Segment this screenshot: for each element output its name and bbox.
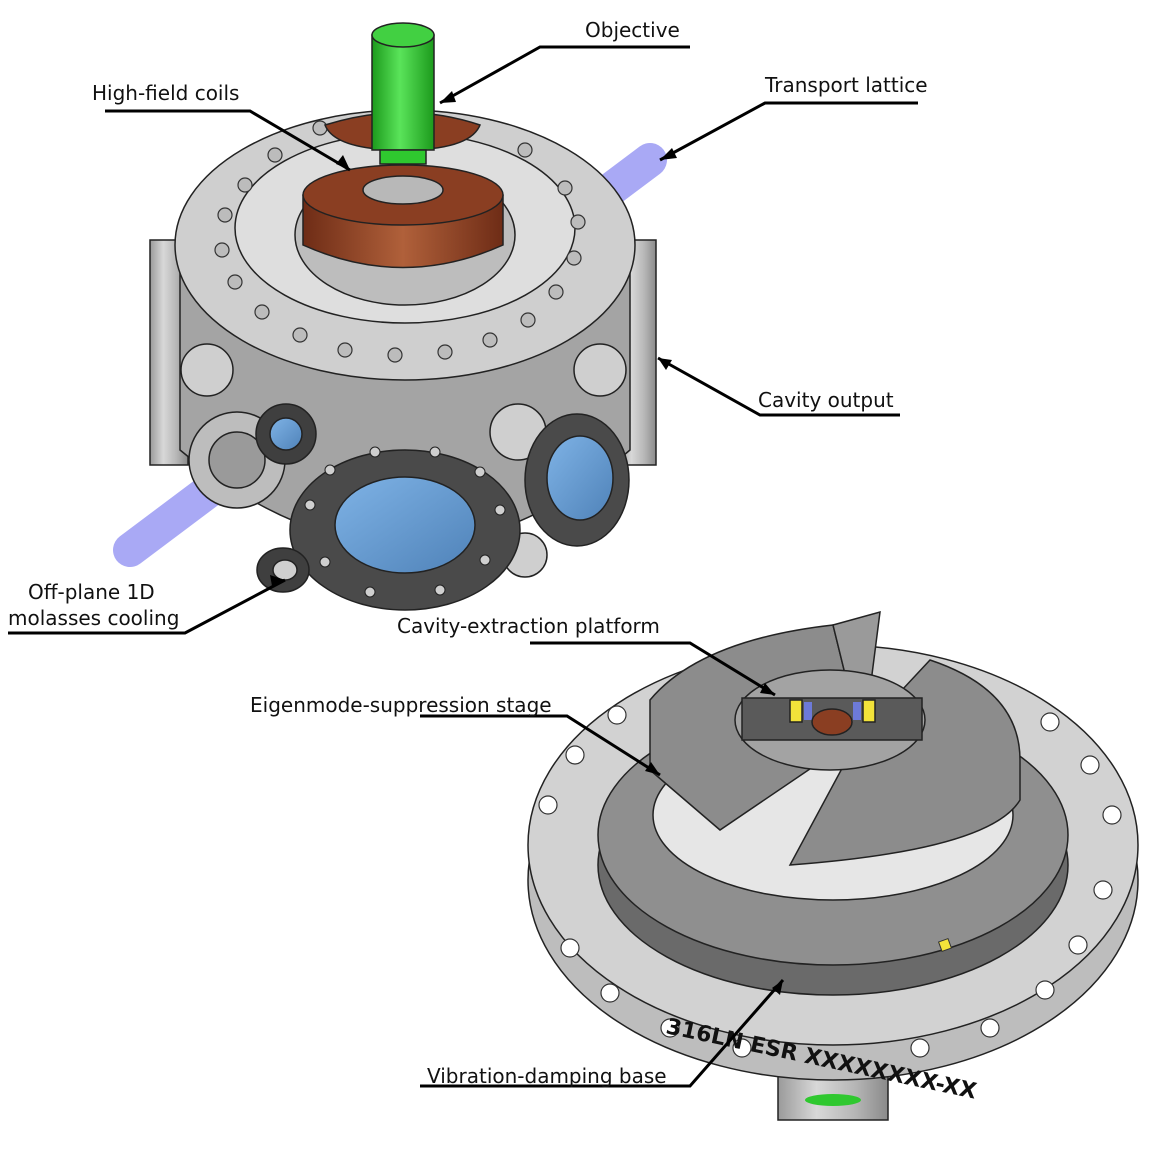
objective-nose — [379, 149, 427, 165]
platform-assembly: 316LN ESR XXXXXXXX-XX — [527, 610, 1139, 1121]
leader-cavity-extraction — [530, 641, 776, 697]
right-viewport-window — [546, 435, 614, 521]
objective-top — [371, 22, 435, 48]
label-vibration-damping-base: Vibration-damping base — [427, 1064, 667, 1088]
leader-high-field-coils — [105, 109, 351, 172]
leader-transport-lattice — [659, 101, 918, 162]
main-viewport-window — [334, 476, 476, 574]
arrow-cavity-output — [658, 358, 672, 370]
label-high-field-coils: High-field coils — [92, 81, 239, 105]
outer-flange-bolt-holes — [538, 705, 1122, 1058]
platform-wedge-right — [788, 659, 1021, 866]
arrow-coils — [336, 155, 350, 170]
arrow-objective — [440, 91, 456, 103]
vacuum-chamber — [113, 22, 667, 611]
leader-vibration-damping — [420, 979, 785, 1088]
leader-molasses — [8, 578, 286, 635]
flange-marker — [937, 937, 953, 953]
base-green-ring — [805, 1094, 861, 1106]
leader-cavity-output — [657, 356, 900, 417]
left-port-small — [180, 343, 234, 397]
main-viewport-bolts — [304, 446, 506, 598]
label-cavity-output: Cavity output — [758, 388, 894, 412]
small-front-window — [269, 417, 303, 451]
arrow-molasses — [270, 575, 285, 586]
label-objective: Objective — [585, 18, 680, 42]
labels: Objective High-field coils Transport lat… — [8, 18, 928, 1088]
label-molasses-line1: Off-plane 1D — [28, 580, 155, 604]
lower-coil-bore — [362, 175, 444, 205]
cavity-mount — [741, 697, 923, 741]
left-cf-window — [208, 431, 266, 489]
label-molasses-line2: molasses cooling — [8, 606, 179, 630]
label-eigenmode-suppression-stage: Eigenmode-suppression stage — [250, 693, 552, 717]
leader-lines — [8, 45, 918, 1088]
leader-objective — [439, 45, 690, 105]
arrow-extraction — [760, 683, 775, 695]
right-port-small — [573, 343, 627, 397]
arrow-vibration — [772, 980, 783, 995]
arrow-eigenmode — [645, 762, 660, 775]
label-cavity-extraction-platform: Cavity-extraction platform — [397, 614, 660, 638]
objective-barrel — [371, 34, 435, 151]
leader-eigenmode — [420, 714, 661, 777]
arrow-lattice — [660, 148, 677, 160]
label-transport-lattice: Transport lattice — [764, 73, 928, 97]
molasses-port-bore — [272, 559, 298, 581]
